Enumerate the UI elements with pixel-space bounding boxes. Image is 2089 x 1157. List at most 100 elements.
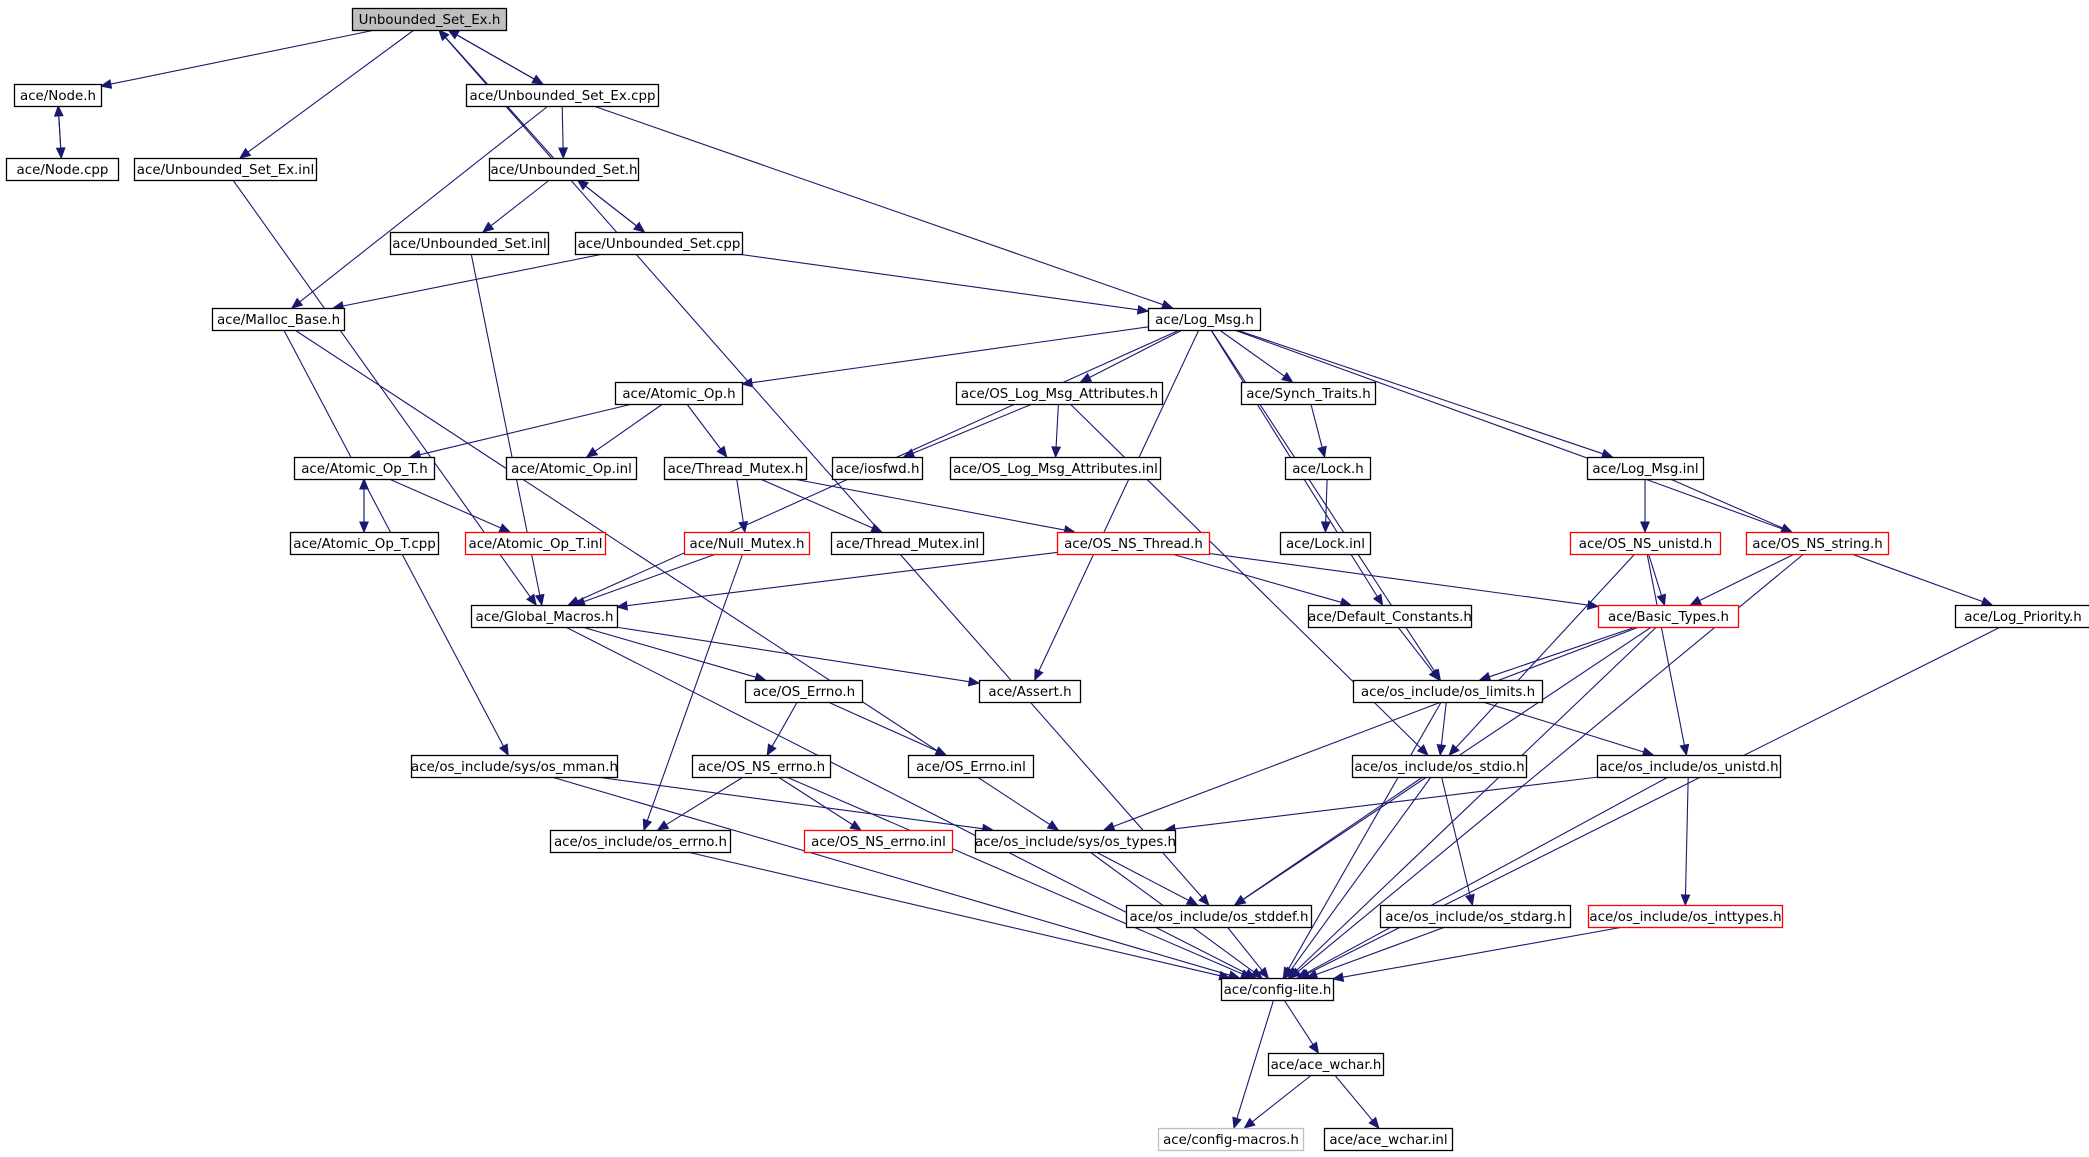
graph-node-thread_mutex[interactable]: ace/Thread_Mutex.h [663,456,808,481]
node-label: ace/ace_wchar.inl [1329,1133,1447,1148]
edge-line [1397,626,1434,673]
graph-node-os_ns_errno_inl[interactable]: ace/OS_NS_errno.inl [803,829,954,854]
graph-node-atomic_op_t[interactable]: ace/Atomic_Op_T.h [293,456,436,481]
node-label: ace/Node.h [20,89,96,104]
graph-node-os_errno[interactable]: ace/OS_Errno.h [744,679,864,704]
graph-node-lock_h[interactable]: ace/Lock.h [1284,456,1372,481]
arrowhead [1448,743,1460,756]
edge-line [581,626,756,678]
graph-node-sys_types[interactable]: ace/os_include/sys/os_types.h [974,829,1177,854]
node-label: ace/os_include/os_limits.h [1361,685,1535,700]
graph-node-assert_h[interactable]: ace/Assert.h [978,679,1082,704]
node-label: ace/config-lite.h [1224,983,1332,998]
graph-node-us_h[interactable]: ace/Unbounded_Set.h [488,157,640,182]
graph-node-os_stdarg[interactable]: ace/os_include/os_stdarg.h [1379,904,1572,929]
graph-node-atomic_op_t_inl[interactable]: ace/Atomic_Op_T.inl [464,531,607,556]
graph-node-os_include_errno[interactable]: ace/os_include/os_errno.h [549,829,732,854]
arrowhead [438,29,450,42]
arrowhead [656,820,670,831]
graph-node-os_log_attr[interactable]: ace/OS_Log_Msg_Attributes.h [955,381,1164,406]
arrowhead [576,179,589,191]
node-box [1597,604,1740,629]
graph-node-root[interactable]: Unbounded_Set_Ex.h [351,7,508,32]
arrowhead [740,377,754,388]
graph-node-log_priority[interactable]: ace/Log_Priority.h [1954,604,2089,629]
graph-node-os_ns_unistd[interactable]: ace/OS_NS_unistd.h [1569,531,1722,556]
node-box [211,307,346,332]
graph-node-os_limits[interactable]: ace/os_include/os_limits.h [1352,679,1544,704]
graph-node-atomic_op[interactable]: ace/Atomic_Op.h [614,381,744,406]
graph-node-os_stdio[interactable]: ace/os_include/os_stdio.h [1351,754,1528,779]
edge-line [777,776,853,826]
edge-line [490,179,550,227]
graph-node-os_unistd[interactable]: ace/os_include/os_unistd.h [1596,754,1782,779]
edge-os_ns_errno-to-os_include_errno [656,776,744,831]
graph-node-us_cpp[interactable]: ace/Unbounded_Set.cpp [574,231,744,256]
graph-node-use_inl[interactable]: ace/Unbounded_Set_Ex.inl [133,157,318,182]
graph-node-thread_mutex_inl[interactable]: ace/Thread_Mutex.inl [830,531,985,556]
edge-ace_wchar-to-config_macros [1243,1074,1312,1129]
graph-node-ace_wchar_inl[interactable]: ace/ace_wchar.inl [1323,1127,1454,1152]
node-box [831,456,924,481]
arrowhead [238,147,252,159]
edge-line [551,776,1230,976]
arrowhead [642,818,653,832]
node-box [907,754,1035,779]
graph-node-atomic_op_t_cpp[interactable]: ace/Atomic_Op_T.cpp [289,531,440,556]
arrowhead [934,746,948,756]
node-label: ace/Assert.h [988,685,1071,700]
graph-node-iosfwd[interactable]: ace/iosfwd.h [831,456,924,481]
graph-node-os_stddef[interactable]: ace/os_include/os_stddef.h [1125,904,1313,929]
graph-node-os_log_attr_inl[interactable]: ace/OS_Log_Msg_Attributes.inl [949,456,1162,481]
graph-node-ace_wchar[interactable]: ace/ace_wchar.h [1267,1052,1385,1077]
edge-line [759,478,873,529]
arrowhead [1198,893,1210,906]
node-box [1125,904,1313,929]
edge-os_log_attr-to-iosfwd [902,403,1033,458]
edge-line [1171,553,1342,603]
graph-node-default_constants[interactable]: ace/Default_Constants.h [1307,604,1473,629]
graph-node-os_errno_inl[interactable]: ace/OS_Errno.inl [907,754,1035,779]
node-label: ace/Null_Mutex.h [690,537,805,552]
graph-node-malloc_base[interactable]: ace/Malloc_Base.h [211,307,346,332]
graph-node-sys_mman[interactable]: ace/os_include/sys/os_mman.h [410,754,619,779]
graph-node-os_inttypes[interactable]: ace/os_include/os_inttypes.h [1587,904,1784,929]
graph-node-basic_types[interactable]: ace/Basic_Types.h [1597,604,1740,629]
node-label: ace/os_include/sys/os_mman.h [411,760,618,775]
edge-log_msg-to-assert_h [1034,329,1200,682]
graph-node-atomic_op_inl[interactable]: ace/Atomic_Op.inl [505,456,638,481]
graph-node-log_msg[interactable]: ace/Log_Msg.h [1147,307,1262,332]
graph-node-config_lite[interactable]: ace/config-lite.h [1220,977,1335,1002]
arrowhead [967,676,981,687]
node-label: ace/Unbounded_Set.inl [392,237,546,252]
graph-node-global_macros[interactable]: ace/Global_Macros.h [470,604,619,629]
node-box [614,381,744,406]
arrowhead [738,520,749,534]
node-box [505,456,638,481]
node-box [5,157,120,182]
edge-os_limits-to-config_lite [1282,701,1442,980]
edge-line [1334,1074,1373,1121]
graph-node-null_mutex[interactable]: ace/Null_Mutex.h [683,531,811,556]
graph-node-node_h[interactable]: ace/Node.h [13,83,103,108]
arrowhead [1368,1116,1380,1129]
arrowhead [1185,895,1199,906]
graph-node-log_msg_inl[interactable]: ace/Log_Msg.inl [1586,456,1705,481]
graph-node-config_macros[interactable]: ace/config-macros.h [1157,1127,1305,1152]
node-label: ace/Lock.inl [1286,537,1365,552]
node-box [663,456,808,481]
graph-node-us_inl[interactable]: ace/Unbounded_Set.inl [389,231,550,256]
edge-line [1699,553,1795,602]
edge-line [1283,999,1314,1045]
graph-node-os_ns_thread[interactable]: ace/OS_NS_Thread.h [1056,531,1211,556]
graph-node-use_cpp[interactable]: ace/Unbounded_Set_Ex.cpp [465,83,660,108]
edge-os_errno-to-os_errno_inl [827,701,948,756]
graph-node-node_cpp[interactable]: ace/Node.cpp [5,157,120,182]
edge-null_mutex-to-os_include_errno [642,553,744,832]
edge-line [1316,926,1446,976]
arrowhead [1586,600,1600,610]
graph-node-lock_inl[interactable]: ace/Lock.inl [1279,531,1372,556]
graph-node-os_ns_errno[interactable]: ace/OS_NS_errno.h [691,754,832,779]
graph-node-os_ns_string[interactable]: ace/OS_NS_string.h [1745,531,1890,556]
graph-node-synch_traits[interactable]: ace/Synch_Traits.h [1240,381,1377,406]
